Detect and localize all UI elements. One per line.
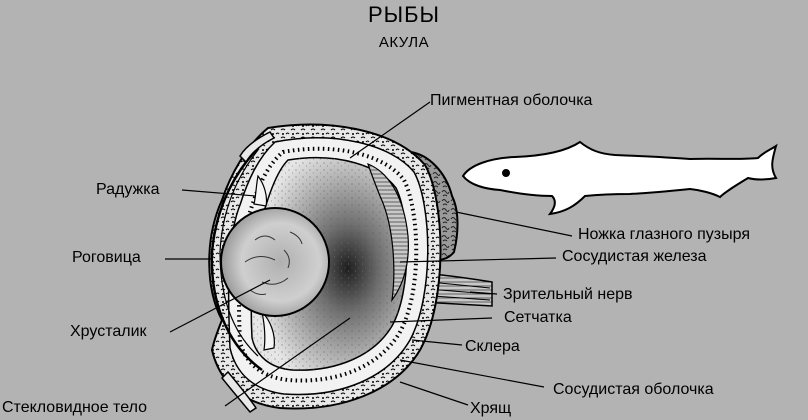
lens — [220, 207, 330, 317]
leader-lines — [165, 101, 573, 407]
label-pigment-layer: Пигментная оболочка — [430, 92, 593, 109]
label-vascular-gland: Сосудистая железа — [562, 248, 707, 265]
label-vitreous-body: Стекловидное тело — [2, 399, 147, 416]
label-choroid: Сосудистая оболочка — [553, 381, 714, 398]
label-sclera: Склера — [465, 338, 520, 355]
label-cartilage: Хрящ — [470, 400, 512, 417]
cornea — [210, 139, 267, 372]
label-eye-stalk: Ножка глазного пузыря — [578, 226, 750, 243]
label-iris: Радужка — [96, 181, 160, 198]
label-cornea: Роговица — [72, 249, 141, 266]
shark-silhouette — [461, 140, 778, 216]
label-lens: Хрусталик — [70, 323, 147, 340]
diagram-subtitle: АКУЛА — [378, 34, 430, 51]
iris — [253, 174, 268, 207]
label-retina: Сетчатка — [504, 309, 572, 326]
shark-eye — [502, 169, 510, 177]
diagram-title: РЫБЫ — [367, 2, 441, 27]
label-optic-nerve: Зрительный нерв — [503, 286, 633, 303]
vascular-gland — [367, 162, 409, 303]
